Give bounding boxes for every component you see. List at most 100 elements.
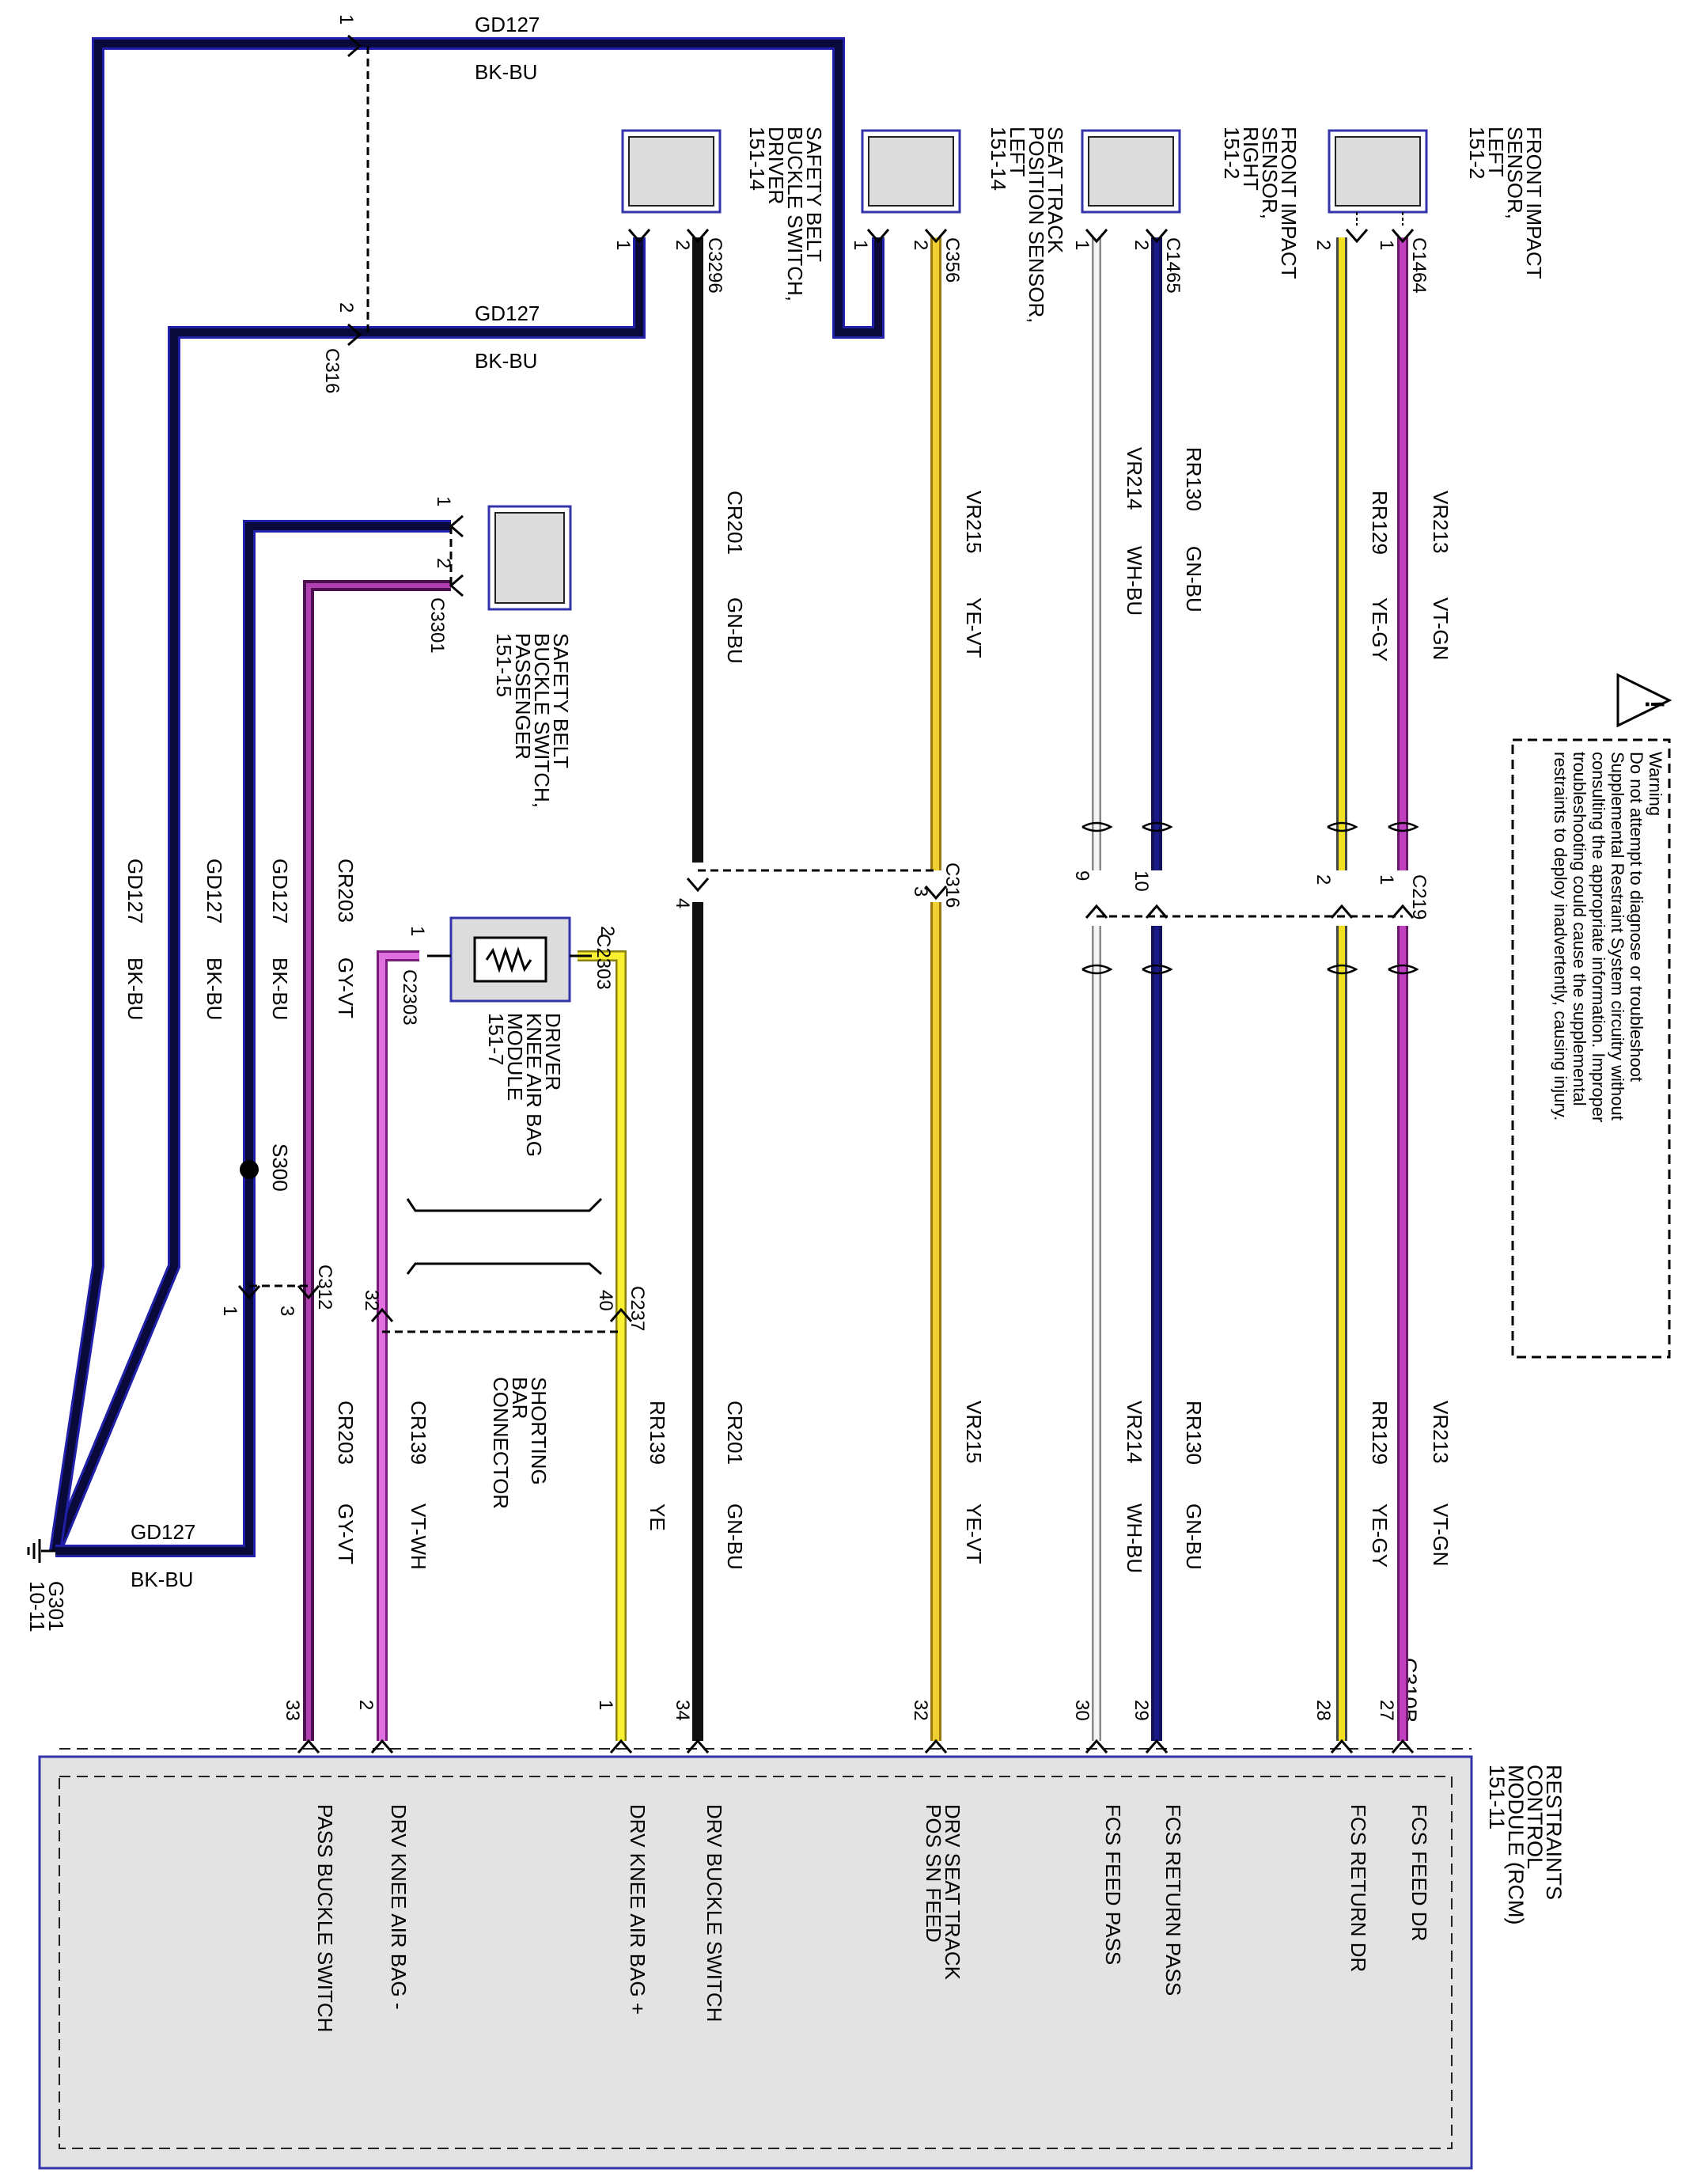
svg-text:FRONT IMPACT: FRONT IMPACT [1522,127,1546,279]
connector-dashes [249,46,1403,1333]
svg-text:C316: C316 [941,863,963,908]
svg-text:VR213: VR213 [1429,1401,1453,1464]
rcm-title-1: RESTRAINTS [1542,1765,1566,1900]
warning-line-6: restraints to deploy inadvertently, caus… [1551,752,1570,1120]
svg-text:MODULE: MODULE [503,1013,527,1101]
svg-text:GN-BU: GN-BU [1182,1503,1206,1570]
svg-text:GD127: GD127 [123,859,147,923]
svg-text:2: 2 [1131,240,1152,250]
svg-text:BK-BU: BK-BU [131,1568,193,1591]
svg-text:GN-BU: GN-BU [723,597,747,664]
svg-text:GD127: GD127 [203,859,226,923]
svg-text:1: 1 [1376,240,1397,250]
svg-text:YE-VT: YE-VT [962,597,986,658]
svg-text:!: ! [1639,700,1669,708]
warning-line-2: Do not attempt to diagnose or troublesho… [1627,752,1646,1082]
svg-text:YE-GY: YE-GY [1368,1503,1392,1568]
svg-text:1: 1 [433,496,454,506]
svg-text:VR215: VR215 [962,1401,986,1464]
wire-gd127-top [49,37,884,1553]
svg-text:FCS FEED DR: FCS FEED DR [1407,1804,1431,1941]
svg-text:WH-BU: WH-BU [1123,1503,1146,1573]
svg-text:BK-BU: BK-BU [475,349,537,373]
labels-front-left: FRONT IMPACT SENSOR, LEFT 151-2 [1465,127,1546,279]
svg-text:YE: YE [646,1503,669,1531]
connector-ids: C1464 C1465 C356 C3296 C3301 C2303 C2303… [314,237,1430,1331]
svg-text:RR130: RR130 [1182,447,1206,511]
svg-text:GD127: GD127 [475,13,540,36]
svg-text:GY-VT: GY-VT [334,1503,358,1564]
svg-text:151-14: 151-14 [745,127,769,191]
svg-text:C3296: C3296 [704,237,725,294]
svg-text:C1464: C1464 [1408,237,1430,294]
svg-text:GD127: GD127 [268,859,292,923]
svg-text:VR214: VR214 [1123,1401,1146,1464]
svg-text:C2303: C2303 [399,969,420,1026]
svg-text:3: 3 [276,1306,297,1316]
svg-text:3: 3 [910,886,931,897]
svg-text:BUCKLE SWITCH,: BUCKLE SWITCH, [783,127,807,301]
svg-text:1: 1 [407,926,428,936]
svg-text:2: 2 [335,302,357,313]
svg-text:BAR: BAR [508,1377,532,1419]
svg-text:151-2: 151-2 [1465,127,1489,180]
svg-text:FCS RETURN PASS: FCS RETURN PASS [1161,1804,1185,1996]
svg-text:VR213: VR213 [1429,491,1453,554]
front-impact-sensor-right [1081,129,1181,214]
svg-text:2: 2 [1313,240,1334,250]
svg-text:1: 1 [612,240,634,250]
svg-text:BK-BU: BK-BU [268,957,292,1020]
svg-text:CR201: CR201 [723,1401,747,1465]
labels-seat-track: SEAT TRACK POSITION SENSOR, LEFT 151-14 [987,127,1067,324]
svg-text:C316: C316 [321,348,343,393]
svg-text:29: 29 [1131,1700,1152,1721]
svg-text:GD127: GD127 [475,301,540,325]
svg-text:CR203: CR203 [334,1401,358,1465]
svg-text:2: 2 [355,1700,377,1710]
svg-text:DRV BUCKLE SWITCH: DRV BUCKLE SWITCH [703,1804,726,2022]
svg-text:1: 1 [219,1306,241,1316]
svg-text:RIGHT: RIGHT [1239,127,1263,191]
svg-text:LEFT: LEFT [1484,127,1508,177]
svg-text:2: 2 [910,240,931,250]
svg-text:151-2: 151-2 [1220,127,1244,180]
svg-text:10-11: 10-11 [25,1581,49,1632]
wire-cr139 [377,950,419,1741]
svg-text:LEFT: LEFT [1006,127,1029,177]
rcm-pin-labels: FCS FEED DR FCS RETURN DR FCS RETURN PAS… [313,1804,1431,2032]
svg-text:BK-BU: BK-BU [475,60,537,84]
warning-line-1: Warning [1646,752,1665,816]
labels-shorting-bar: SHORTING BAR CONNECTOR [489,1377,551,1509]
svg-text:27: 27 [1376,1700,1397,1721]
svg-text:C312: C312 [314,1265,335,1310]
wire-labels-horizontal: GD127 BK-BU GD127 BK-BU GD127 BK-BU [131,13,540,1591]
warning-box: ! Warning Do not attempt to diagnose or … [1511,673,1672,1359]
labels-front-right: FRONT IMPACT SENSOR, RIGHT 151-2 [1220,127,1301,279]
svg-text:VT-GN: VT-GN [1429,1503,1453,1566]
warning-line-4: consulting the appropriate information. … [1589,752,1608,1122]
warning-line-5: troubleshooting could cause the suppleme… [1570,752,1589,1106]
svg-text:CR203: CR203 [334,859,358,923]
svg-text:151-14: 151-14 [987,127,1010,191]
wire-labels-upper: VR213 VT-GN RR129 YE-GY RR130 GN-BU VR21… [123,447,1453,1020]
svg-text:YE-VT: YE-VT [962,1503,986,1564]
belt-buckle-passenger [487,505,572,611]
svg-text:BK-BU: BK-BU [123,957,147,1020]
svg-text:33: 33 [282,1700,303,1721]
svg-text:BK-BU: BK-BU [203,957,226,1020]
svg-text:2: 2 [1313,874,1334,885]
svg-text:C237: C237 [627,1286,648,1331]
svg-text:SENSOR,: SENSOR, [1258,127,1282,219]
rcm-module: RESTRAINTS CONTROL MODULE (RCM) 151-11 C… [38,1658,1566,2170]
svg-text:VR215: VR215 [962,491,986,554]
svg-text:1: 1 [595,1700,616,1710]
svg-text:32: 32 [910,1700,931,1721]
svg-text:1: 1 [1376,874,1397,885]
shorting-bar-brackets [406,1197,603,1276]
svg-text:SAFETY BELT: SAFETY BELT [549,633,573,768]
svg-text:RR139: RR139 [646,1401,669,1465]
svg-text:DRV KNEE AIR BAG +: DRV KNEE AIR BAG + [626,1804,650,2015]
svg-text:BUCKLE SWITCH,: BUCKLE SWITCH, [530,633,554,808]
svg-text:C219: C219 [1408,874,1430,919]
